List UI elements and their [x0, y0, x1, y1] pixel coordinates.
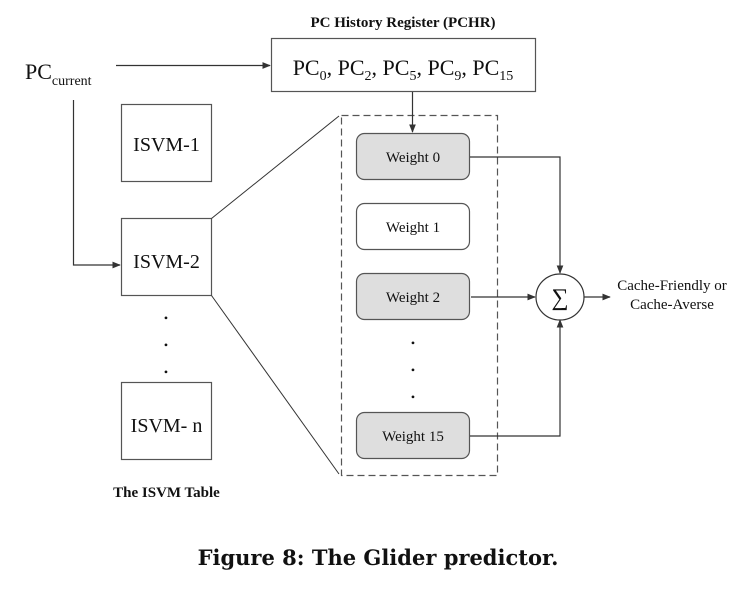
weight-box — [355, 411, 471, 460]
isvm-ellipsis-dot: • — [164, 365, 168, 379]
pchr-box — [270, 37, 537, 93]
weight-entry: Weight 15 — [355, 411, 471, 460]
pc-base: PC — [293, 55, 320, 80]
pc-subscript: 15 — [499, 69, 513, 84]
isvm-label: ISVM- n — [131, 415, 203, 437]
pc-to-isvm-arrow — [72, 100, 121, 269]
isvm-entry: ISVM-1 — [120, 103, 213, 183]
zoom-line-top — [211, 115, 340, 219]
output-label-line2: Cache-Averse — [630, 297, 714, 313]
pc-base: PC — [383, 55, 410, 80]
pc-base: PC — [25, 59, 52, 84]
isvm-entry-selected: ISVM-2 — [120, 217, 213, 297]
pc-separator: , — [327, 55, 338, 80]
weight-entry: Weight 1 — [355, 202, 471, 251]
figure-caption: Figure 8: The Glider predictor. — [198, 545, 559, 570]
zoom-line-bottom — [211, 295, 340, 475]
weight-label: Weight 2 — [386, 290, 440, 306]
output-label-line1: Cache-Friendly or — [617, 278, 727, 294]
pc-base: PC — [427, 55, 454, 80]
weight-label: Weight 0 — [386, 150, 440, 166]
pc-subscript: 5 — [409, 69, 416, 84]
weight-label: Weight 15 — [382, 429, 444, 445]
weight0-to-sum-arrow — [470, 156, 564, 274]
isvm-entry: ISVM- n — [120, 381, 213, 461]
isvm-ellipsis-dot: • — [164, 311, 168, 325]
pc-base: PC — [472, 55, 499, 80]
sum-icon: ∑ — [551, 285, 568, 311]
pc-separator: , — [416, 55, 427, 80]
pc-base: PC — [338, 55, 365, 80]
isvm-expanded-box — [340, 114, 499, 477]
weights-list: Weight 0 Weight 1 Weight 2 Weight 15 — [355, 132, 471, 460]
pc-separator: , — [372, 55, 383, 80]
weight-box — [355, 202, 471, 251]
pc-subscript: 9 — [454, 69, 461, 84]
pc-subscript: current — [52, 74, 92, 89]
weight-ellipsis-dot: • — [411, 390, 415, 404]
weight-label: Weight 1 — [386, 220, 440, 236]
weight15-to-sum-arrow — [470, 319, 564, 437]
pc-subscript: 0 — [320, 69, 327, 84]
isvm-label: ISVM-1 — [133, 134, 200, 156]
isvm-label: ISVM-2 — [133, 251, 200, 273]
weight-box — [355, 272, 471, 321]
pchr-entries: PC0, PC2, PC5, PC9, PC15 — [293, 55, 514, 84]
isvm-table-label: The ISVM Table — [113, 485, 220, 501]
isvm-ellipsis-dot: • — [164, 338, 168, 352]
pc-separator: , — [461, 55, 472, 80]
weight-entry: Weight 2 — [355, 272, 471, 321]
weight-box — [355, 132, 471, 181]
weight-ellipsis-dot: • — [411, 363, 415, 377]
pchr-title: PC History Register (PCHR) — [310, 15, 495, 31]
weight-ellipsis-dot: • — [411, 336, 415, 350]
weight-entry: Weight 0 — [355, 132, 471, 181]
pc-current-label: PCcurrent — [25, 59, 92, 89]
pc-subscript: 2 — [365, 69, 372, 84]
